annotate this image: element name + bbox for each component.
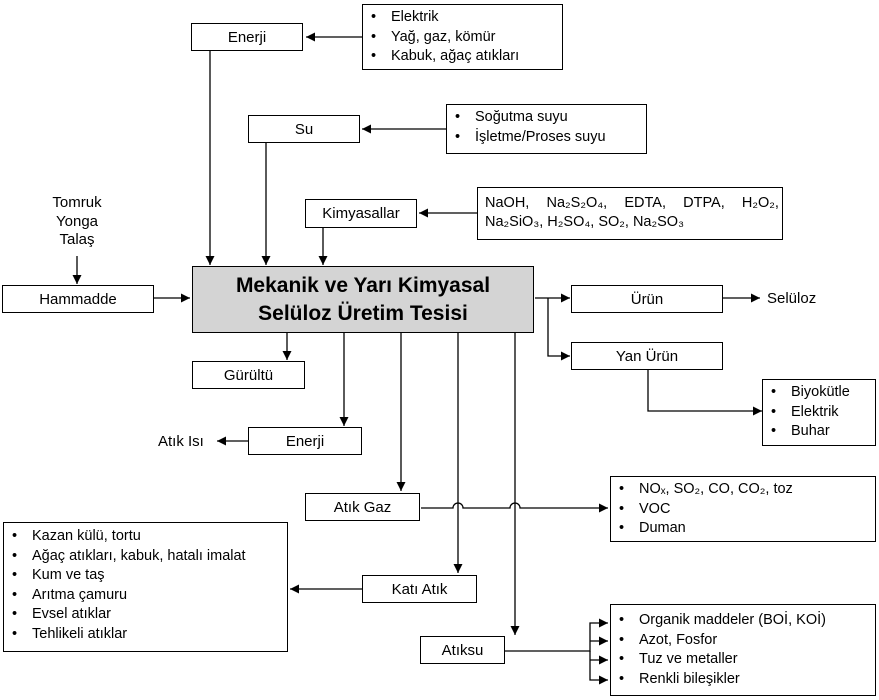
energy-sources-list: Elektrik Yağ, gaz, kömür Kabuk, ağaç atı… (362, 4, 563, 70)
chemicals-row-1: NaOH, Na₂S₂O₄, EDTA, DTPA, H₂O₂, (485, 194, 779, 213)
product-result: Selüloz (767, 290, 817, 307)
list-item: NOₓ, SO₂, CO, CO₂, toz (617, 480, 869, 500)
noise-label: Gürültü (223, 366, 274, 384)
chemical-item: DTPA, (683, 195, 725, 211)
main-process-title-line-2: Selüloz Üretim Tesisi (258, 301, 468, 325)
solid-waste-box: Katı Atık (362, 575, 477, 603)
product-label: Ürün (630, 290, 664, 308)
chemicals-input-box: Kimyasallar (305, 199, 417, 228)
main-process-title-line-1: Mekanik ve Yarı Kimyasal (235, 274, 491, 298)
energy-output-box: Enerji (248, 427, 362, 455)
list-item: Tehlikeli atıklar (10, 625, 281, 645)
branch-wastewater-pollutant-4 (589, 651, 608, 685)
chemical-item: Na₂S₂O₄, (546, 195, 608, 211)
list-item: VOC (617, 500, 869, 520)
wastewater-pollutants-list: Organik maddeler (BOİ, KOİ) Azot, Fosfor… (610, 604, 876, 696)
arrow-wastewater-to-pollutants (505, 618, 608, 652)
solid-waste-items-list: Kazan külü, tortu Ağaç atıkları, kabuk, … (3, 522, 288, 652)
list-item: İşletme/Proses suyu (453, 128, 640, 148)
waste-gas-box: Atık Gaz (305, 493, 420, 521)
chemical-item: H₂O₂, (741, 195, 779, 211)
raw-material-label: Hammadde (39, 290, 117, 308)
raw-source-item: Yonga (56, 212, 98, 230)
list-item: Biyokütle (769, 383, 869, 403)
waste-heat-label: Atık Isı (158, 433, 204, 450)
solid-waste-label: Katı Atık (391, 580, 448, 598)
water-input-box: Su (248, 115, 360, 143)
list-item: Soğutma suyu (453, 108, 640, 128)
raw-material-box: Hammadde (2, 285, 154, 313)
list-item: Kazan külü, tortu (10, 527, 281, 547)
chemicals-list: NaOH, Na₂S₂O₄, EDTA, DTPA, H₂O₂, Na₂SiO₃… (477, 187, 783, 240)
list-item: Renkli bileşikler (617, 670, 869, 690)
list-item: Elektrik (769, 403, 869, 423)
chemicals-row-2: Na₂SiO₃, H₂SO₄, SO₂, Na₂SO₃ (485, 214, 684, 230)
list-item: Yağ, gaz, kömür (369, 28, 556, 48)
chemicals-input-label: Kimyasallar (322, 205, 400, 222)
raw-source-item: Talaş (59, 231, 95, 248)
water-types-list: Soğutma suyu İşletme/Proses suyu (446, 104, 647, 154)
chemical-item: EDTA, (624, 195, 666, 211)
wastewater-label: Atıksu (441, 641, 484, 659)
by-product-box: Yan Ürün (571, 342, 723, 370)
by-product-uses-list: Biyokütle Elektrik Buhar (762, 379, 876, 446)
arrow-waste-gas-to-components (421, 502, 608, 513)
water-input-label: Su (294, 120, 314, 138)
energy-input-box: Enerji (191, 23, 303, 51)
list-item: Ağaç atıkları, kabuk, hatalı imalat (10, 547, 281, 567)
list-item: Azot, Fosfor (617, 631, 869, 651)
arrow-main-to-by-product (547, 298, 570, 361)
raw-source-item: Tomruk (52, 194, 102, 211)
list-item: Evsel atıklar (10, 605, 281, 625)
list-item: Kabuk, ağaç atıkları (369, 47, 556, 67)
raw-material-sources: Tomruk Yonga Talaş (37, 194, 117, 250)
waste-gas-components-list: NOₓ, SO₂, CO, CO₂, toz VOC Duman (610, 476, 876, 542)
wastewater-box: Atıksu (420, 636, 505, 664)
chemical-item: NaOH, (485, 195, 530, 211)
energy-output-label: Enerji (285, 432, 325, 450)
list-item: Arıtma çamuru (10, 586, 281, 606)
noise-box: Gürültü (192, 361, 305, 389)
energy-input-label: Enerji (227, 28, 267, 46)
list-item: Kum ve taş (10, 566, 281, 586)
arrow-by-product-to-uses (647, 370, 762, 416)
main-process-box: Mekanik ve Yarı Kimyasal Selüloz Üretim … (192, 266, 534, 333)
list-item: Tuz ve metaller (617, 650, 869, 670)
list-item: Duman (617, 519, 869, 539)
product-box: Ürün (571, 285, 723, 313)
by-product-label: Yan Ürün (615, 347, 679, 365)
list-item: Elektrik (369, 8, 556, 28)
list-item: Organik maddeler (BOİ, KOİ) (617, 611, 869, 631)
list-item: Buhar (769, 422, 869, 442)
waste-gas-label: Atık Gaz (333, 498, 392, 516)
